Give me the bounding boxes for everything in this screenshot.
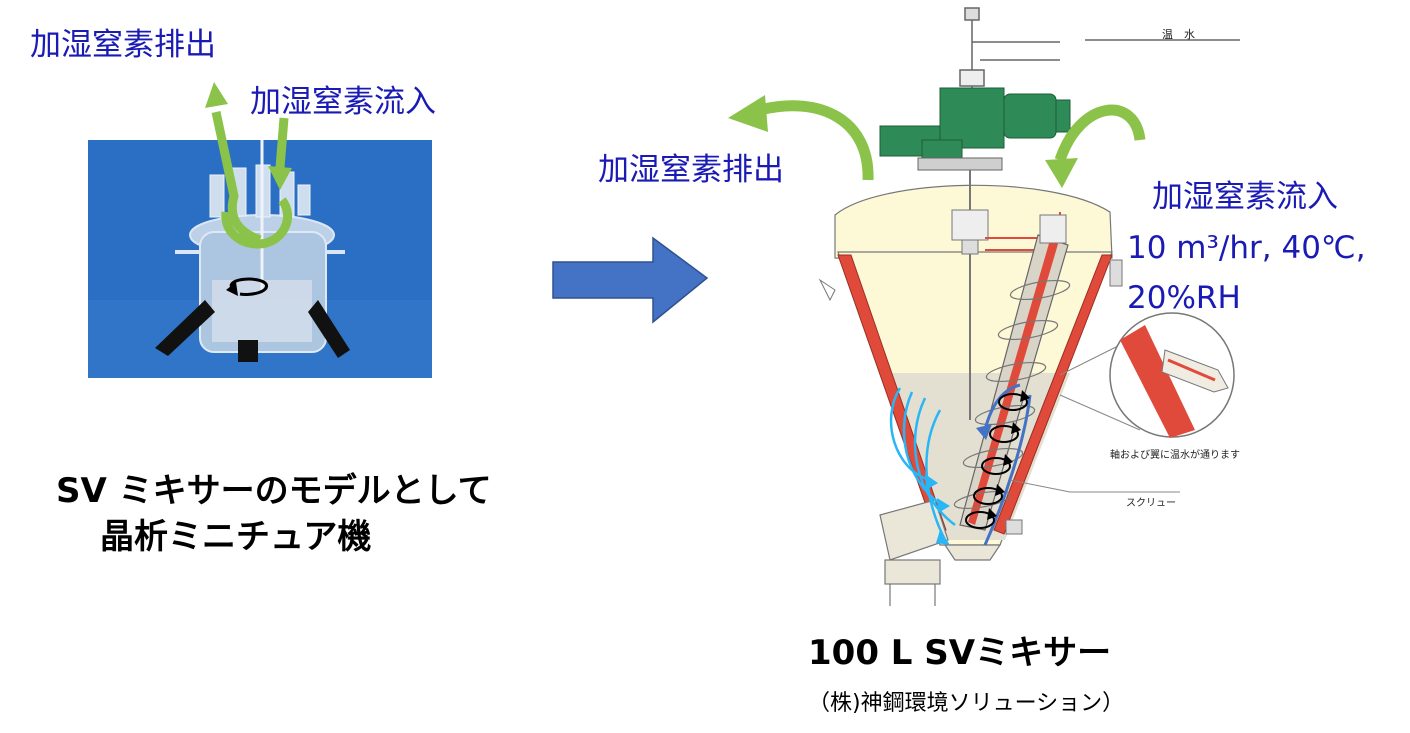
rotation-arrow-icon (229, 277, 268, 296)
shaft-warm-water-label: 軸および翼に温水が通ります (1110, 450, 1240, 461)
inflow-spec-line2: 20%RH (1127, 280, 1241, 316)
tripod-left-leg (155, 300, 215, 356)
manufacturer-credit: （株)神鋼環境ソリューション） (808, 691, 1125, 716)
left-inflow-label: 加湿窒素流入 (250, 84, 436, 120)
screw-label: スクリュー (1126, 498, 1176, 509)
left-caption-line2: 晶析ミニチュア機 (100, 517, 372, 557)
warm-water-label: 温 水 (1162, 28, 1195, 41)
inflow-spec-line1: 10 m³/hr, 40℃, (1127, 230, 1366, 266)
right-exhaust-label: 加湿窒素排出 (598, 152, 784, 188)
left-caption-line1: SV ミキサーのモデルとして (56, 471, 492, 511)
tripod-right-leg (308, 300, 350, 358)
left-exhaust-arrow-icon (205, 82, 262, 245)
left-exhaust-label: 加湿窒素排出 (30, 27, 216, 63)
mixer-title: 100 L SVミキサー (808, 633, 1112, 673)
right-inflow-label: 加湿窒素流入 (1152, 179, 1338, 215)
left-inflow-arrow-icon (221, 117, 292, 249)
